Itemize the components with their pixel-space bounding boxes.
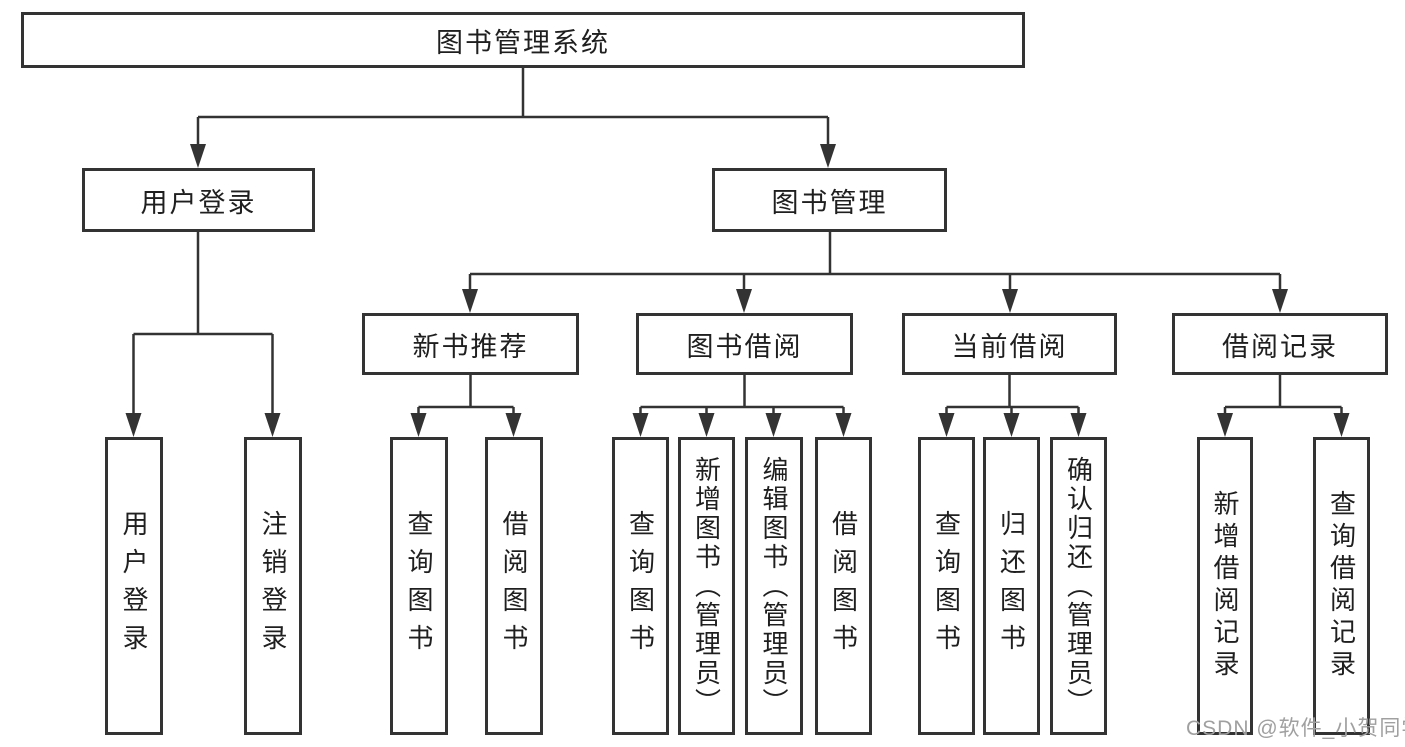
node-current-borrowing: 当前借阅: [902, 313, 1117, 375]
leaf-logout: 注销登录: [244, 437, 302, 735]
csdn-watermark: CSDN @软件_小贺同学: [1186, 717, 1405, 740]
leaf-user-login: 用户登录: [105, 437, 163, 735]
leaf-bb-edit-books-admin: 编辑图书（管理员）: [745, 437, 803, 735]
leaf-bb-borrow-books: 借阅图书: [815, 437, 872, 735]
node-user-login: 用户登录: [82, 168, 315, 232]
leaf-cb-confirm-return-admin: 确认归还（管理员）: [1050, 437, 1107, 735]
node-borrowing-records-label: 借阅记录: [1222, 331, 1338, 362]
leaf-bb-query-books-label: 查询图书: [625, 510, 656, 662]
node-system-root: 图书管理系统: [21, 12, 1025, 68]
node-borrowing-records: 借阅记录: [1172, 313, 1388, 375]
leaf-nb-borrow-books-label: 借阅图书: [499, 510, 529, 662]
leaf-logout-label: 注销登录: [258, 510, 288, 662]
node-book-management-label: 图书管理: [771, 187, 888, 218]
leaf-br-add-record: 新增借阅记录: [1197, 437, 1253, 735]
leaf-cb-confirm-return-admin-label: 确认归还（管理员）: [1063, 455, 1094, 717]
leaf-user-login-label: 用户登录: [119, 510, 149, 662]
node-book-borrowing: 图书借阅: [636, 313, 853, 375]
leaf-cb-query-books: 查询图书: [918, 437, 975, 735]
leaf-bb-edit-books-admin-label: 编辑图书（管理员）: [759, 455, 789, 717]
leaf-cb-query-books-label: 查询图书: [931, 510, 962, 662]
node-book-borrowing-label: 图书借阅: [686, 331, 803, 362]
leaf-bb-borrow-books-label: 借阅图书: [828, 510, 859, 662]
node-user-login-label: 用户登录: [140, 187, 257, 218]
leaf-br-query-record-label: 查询借阅记录: [1326, 490, 1357, 682]
leaf-cb-return-books: 归还图书: [983, 437, 1040, 735]
node-current-borrowing-label: 当前借阅: [951, 331, 1068, 362]
leaf-bb-query-books: 查询图书: [612, 437, 669, 735]
node-book-management: 图书管理: [712, 168, 947, 232]
leaf-bb-add-books-admin-label: 新增图书（管理员）: [691, 455, 722, 717]
node-new-book-recommend: 新书推荐: [362, 313, 579, 375]
leaf-nb-borrow-books: 借阅图书: [485, 437, 543, 735]
leaf-cb-return-books-label: 归还图书: [996, 510, 1027, 662]
leaf-bb-add-books-admin: 新增图书（管理员）: [678, 437, 735, 735]
leaf-nb-query-books-label: 查询图书: [404, 510, 434, 662]
node-new-book-recommend-label: 新书推荐: [412, 331, 529, 362]
leaf-br-add-record-label: 新增借阅记录: [1210, 490, 1240, 682]
node-system-root-label: 图书管理系统: [436, 27, 610, 58]
leaf-br-query-record: 查询借阅记录: [1313, 437, 1370, 735]
leaf-nb-query-books: 查询图书: [390, 437, 448, 735]
